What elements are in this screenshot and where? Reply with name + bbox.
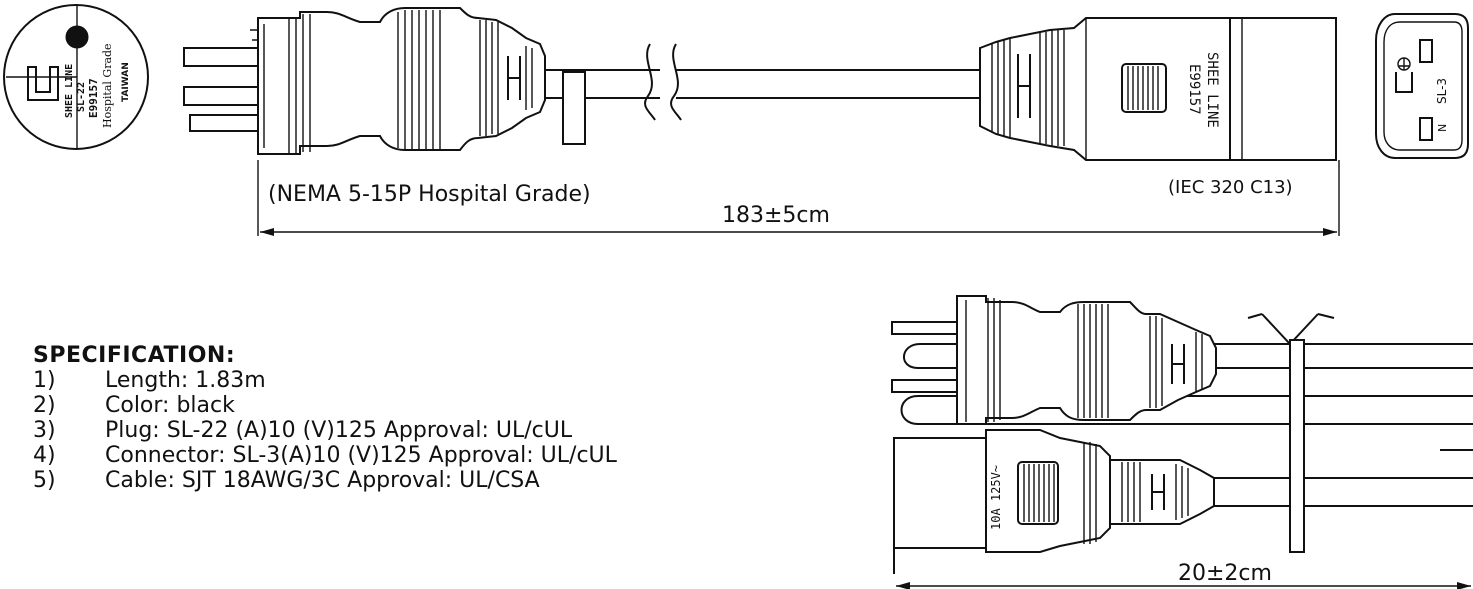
connector-face-view: SL-3 N	[1375, 13, 1469, 159]
spec-item-number: 4)	[33, 443, 56, 468]
plug-face-view: SHEE LINE SL-22 E99157 Hospital Grade TA…	[3, 4, 149, 150]
plug-face-origin: TAIWAN	[121, 62, 131, 102]
top-length-label: 183±5cm	[722, 203, 830, 228]
plug-face-model: SL-22	[76, 82, 87, 112]
specification-block: SPECIFICATION: 1) Length: 1.83m 2) Color…	[33, 343, 617, 493]
spec-item: 5) Cable: SJT 18AWG/3C Approval: UL/CSA	[33, 468, 617, 493]
spec-item-text: Plug: SL-22 (A)10 (V)125 Approval: UL/cU…	[105, 418, 573, 443]
bottom-length-label: 20±2cm	[1178, 561, 1272, 586]
bottom-connector-drawing: 10A 125V~	[893, 429, 1473, 574]
spec-item: 1) Length: 1.83m	[33, 368, 617, 393]
bottom-plug-drawing	[891, 295, 1473, 451]
connector-file-number: E99157	[1186, 64, 1202, 115]
bottom-connector-rating: 10A 125V~	[989, 465, 1003, 530]
spec-item: 3) Plug: SL-22 (A)10 (V)125 Approval: UL…	[33, 418, 617, 443]
top-connector-label: (IEC 320 C13)	[1168, 177, 1293, 198]
connector-face-neutral: N	[1436, 124, 1449, 132]
spec-item-text: Cable: SJT 18AWG/3C Approval: UL/CSA	[105, 468, 540, 493]
spec-item: 2) Color: black	[33, 393, 617, 418]
top-plug-label: (NEMA 5-15P Hospital Grade)	[268, 182, 591, 207]
spec-item: 4) Connector: SL-3(A)10 (V)125 Approval:…	[33, 443, 617, 468]
spec-item-text: Connector: SL-3(A)10 (V)125 Approval: UL…	[105, 443, 617, 468]
top-dimension	[257, 160, 1340, 236]
spec-item-text: Length: 1.83m	[105, 368, 266, 393]
spec-item-number: 1)	[33, 368, 56, 393]
plug-face-file-number: E99157	[87, 78, 100, 118]
plug-face-grade: Hospital Grade	[101, 43, 114, 128]
top-plug-drawing	[183, 7, 1000, 155]
spec-item-text: Color: black	[105, 393, 235, 418]
plug-face-brand: SHEE LINE	[64, 64, 75, 118]
connector-brand: SHEE LINE	[1204, 52, 1220, 128]
top-connector-drawing: SHEE LINE E99157	[979, 17, 1337, 161]
spec-item-number: 5)	[33, 468, 56, 493]
spec-item-number: 3)	[33, 418, 56, 443]
bottom-cable-tie	[1247, 313, 1335, 553]
connector-face-model: SL-3	[1435, 78, 1449, 104]
specification-title: SPECIFICATION:	[33, 343, 236, 368]
spec-item-number: 2)	[33, 393, 56, 418]
